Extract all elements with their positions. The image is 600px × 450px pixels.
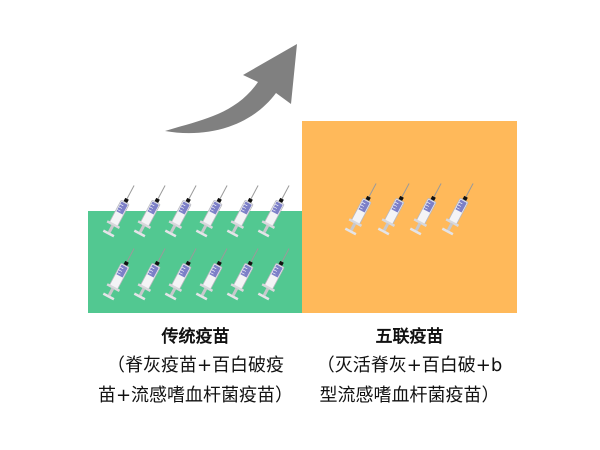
syringe-icon — [256, 244, 296, 302]
growth-arrow-icon — [165, 44, 297, 134]
syringe-icon — [256, 181, 296, 239]
syringe-icon — [101, 181, 141, 239]
syringe-icon — [225, 244, 265, 302]
pentavalent-desc-line2: 型流感嗜血杆菌疫苗） — [319, 385, 500, 406]
syringe-icon — [343, 179, 383, 237]
syringe-icon — [194, 181, 234, 239]
pentavalent-vaccine-block — [302, 121, 517, 313]
syringe-icon — [376, 179, 416, 237]
syringe-icon — [225, 181, 265, 239]
traditional-desc-line1: （脊灰疫苗+百白破疫 — [106, 355, 285, 376]
pentavalent-desc-line1: （灭活脊灰+百白破+b — [316, 355, 503, 376]
syringe-icon — [132, 181, 172, 239]
pentavalent-vaccine-description: （灭活脊灰+百白破+b 型流感嗜血杆菌疫苗） — [302, 351, 517, 411]
syringe-icon — [163, 244, 203, 302]
traditional-desc-line2: 苗+流感嗜血杆菌疫苗） — [97, 385, 294, 406]
syringe-icon — [408, 179, 448, 237]
syringe-icon — [440, 179, 480, 237]
syringe-icon — [194, 244, 234, 302]
traditional-vaccine-description: （脊灰疫苗+百白破疫 苗+流感嗜血杆菌疫苗） — [88, 351, 303, 411]
syringe-icon — [101, 244, 141, 302]
pentavalent-vaccine-title: 五联疫苗 — [375, 327, 444, 347]
traditional-vaccine-title: 传统疫苗 — [161, 327, 230, 347]
syringe-icon — [132, 244, 172, 302]
syringe-icon — [163, 181, 203, 239]
